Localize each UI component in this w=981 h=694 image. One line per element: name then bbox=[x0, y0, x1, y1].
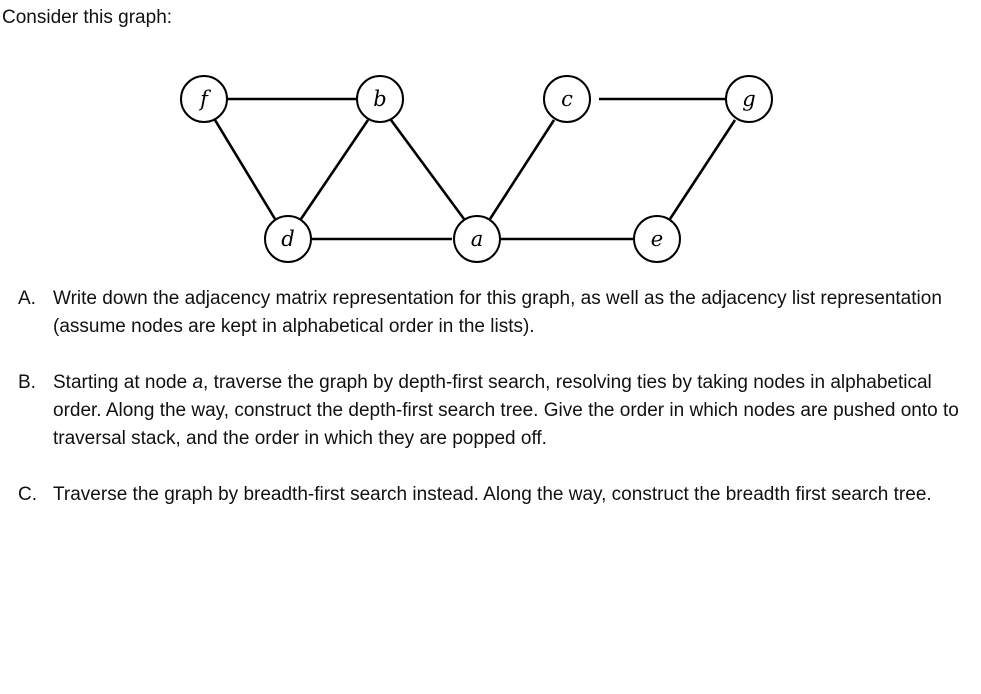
node-label: f bbox=[198, 87, 211, 111]
node-a: a bbox=[453, 215, 501, 263]
question-letter: C. bbox=[18, 484, 37, 505]
question-letter: B. bbox=[18, 372, 36, 393]
node-label: c bbox=[561, 87, 573, 111]
intro-text: Consider this graph: bbox=[2, 7, 173, 28]
question-a: A. Write down the adjacency matrix repre… bbox=[0, 285, 981, 341]
node-d: d bbox=[264, 215, 312, 263]
node-label: a bbox=[471, 227, 484, 251]
question-letter: A. bbox=[18, 288, 36, 309]
node-g: g bbox=[725, 75, 773, 123]
edge-b-d bbox=[299, 119, 370, 220]
node-f: f bbox=[180, 75, 228, 123]
graph-nodes: f b c g d a e bbox=[180, 75, 773, 263]
graph-edges bbox=[213, 97, 737, 241]
question-text: Starting at node a, traverse the graph b… bbox=[53, 369, 963, 453]
node-b: b bbox=[356, 75, 404, 123]
edge-c-a bbox=[488, 119, 556, 220]
graph-diagram: f b c g d a e bbox=[180, 75, 773, 263]
node-reference: a bbox=[192, 372, 204, 393]
node-label: d bbox=[281, 227, 294, 251]
question-text: Write down the adjacency matrix represen… bbox=[53, 288, 942, 337]
node-c: c bbox=[543, 75, 591, 123]
node-e: e bbox=[633, 215, 681, 263]
edge-g-e bbox=[668, 119, 737, 220]
question-b: B. Starting at node a, traverse the grap… bbox=[0, 369, 981, 453]
question-text: Traverse the graph by breadth-first sear… bbox=[53, 484, 932, 505]
edge-b-a bbox=[389, 119, 466, 220]
question-text-start: Starting at node bbox=[53, 372, 193, 393]
question-list: A. Write down the adjacency matrix repre… bbox=[0, 285, 981, 509]
edge-f-d bbox=[213, 119, 277, 220]
node-label: e bbox=[651, 227, 663, 251]
node-label: b bbox=[373, 87, 386, 111]
question-text-end: , traverse the graph by depth-first sear… bbox=[53, 372, 959, 449]
node-label: g bbox=[742, 87, 755, 111]
question-c: C. Traverse the graph by breadth-first s… bbox=[0, 481, 981, 509]
